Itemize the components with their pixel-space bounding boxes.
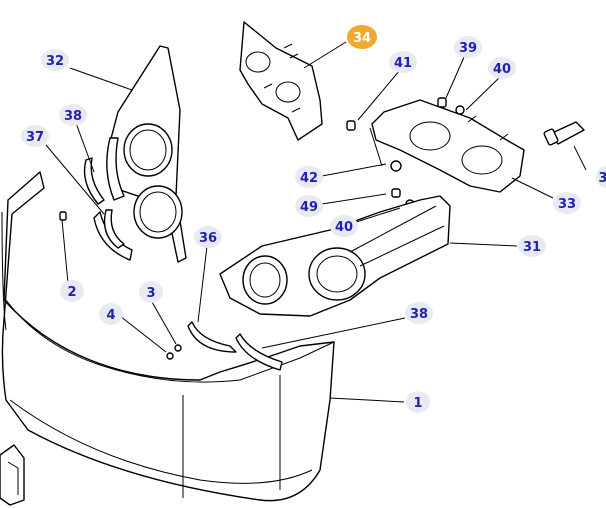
callout-49[interactable]: 49	[295, 195, 323, 217]
bolt-right	[543, 121, 585, 146]
callout-32[interactable]: 32	[41, 49, 69, 71]
nut-42	[390, 160, 402, 172]
callout-label: 31	[523, 240, 541, 255]
part-37-seal-strip	[93, 137, 133, 261]
callout-label: 3	[146, 286, 155, 301]
part-31-duct-housing	[219, 195, 451, 317]
callout-34[interactable]: 34	[347, 25, 377, 49]
callout-label: 4	[106, 308, 115, 323]
fastener-4	[166, 352, 174, 360]
callout-4[interactable]: 4	[99, 303, 123, 325]
callout-label: 39	[459, 41, 477, 56]
callout-label: 49	[300, 200, 318, 215]
fastener-2	[59, 211, 67, 221]
part-33-bracket	[369, 99, 525, 193]
screw-41	[346, 120, 356, 131]
washer-40	[455, 105, 465, 115]
bottom-left-bracket	[0, 444, 25, 506]
callout-label: 36	[199, 231, 217, 246]
screw-39	[437, 97, 447, 108]
callout-36[interactable]: 36	[194, 226, 222, 248]
part-38-seal-strip-upper	[83, 157, 105, 205]
callout-41[interactable]: 41	[389, 51, 417, 73]
part-1-front-panel	[1, 171, 335, 502]
callout-2[interactable]: 2	[60, 280, 84, 302]
fastener-3	[174, 344, 182, 352]
callout-37[interactable]: 37	[21, 125, 49, 147]
callout-3-cutoff[interactable]: 3	[596, 166, 606, 188]
part-32-gasket-frame	[107, 45, 187, 263]
callout-38-upper[interactable]: 38	[59, 104, 87, 126]
callout-label: 42	[300, 171, 318, 186]
callout-label: 32	[46, 54, 64, 69]
callout-label: 40	[493, 62, 511, 77]
callout-label: 41	[394, 56, 412, 71]
callout-label: 3	[598, 171, 606, 186]
callout-label: 34	[353, 31, 371, 46]
callout-1[interactable]: 1	[406, 391, 430, 413]
callout-31[interactable]: 31	[518, 235, 546, 257]
callout-label: 2	[67, 285, 76, 300]
callout-label: 33	[558, 197, 576, 212]
callout-label: 40	[335, 220, 353, 235]
callout-label: 38	[64, 109, 82, 124]
leader-lines	[45, 41, 587, 403]
callout-label: 38	[410, 307, 428, 322]
callout-39[interactable]: 39	[454, 36, 482, 58]
part-36-seal-strip	[187, 321, 237, 353]
callout-33[interactable]: 33	[553, 192, 581, 214]
callout-42[interactable]: 42	[295, 166, 323, 188]
part-34-bracket	[239, 21, 323, 141]
callout-38-lower[interactable]: 38	[405, 302, 433, 324]
part-38-seal-strip-lower	[235, 333, 283, 371]
callout-label: 1	[413, 396, 422, 411]
callout-3[interactable]: 3	[139, 281, 163, 303]
callout-label: 37	[26, 130, 44, 145]
callout-40-lower[interactable]: 40	[330, 215, 358, 237]
callout-40-upper[interactable]: 40	[488, 57, 516, 79]
screw-49	[391, 188, 401, 198]
